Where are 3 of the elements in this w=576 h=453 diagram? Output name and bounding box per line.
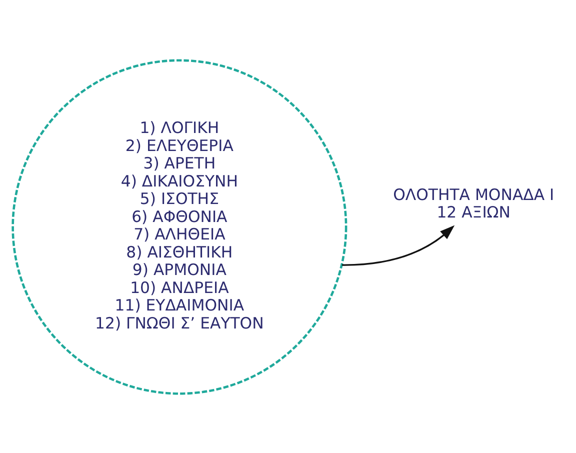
node-circle: 1) ΛΟΓΙΚΗ 2) ΕΛΕΥΘΕΡΙΑ 3) ΑΡΕΤΗ 4) ΔΙΚΑΙΟΣΥΝΗ 5) ΙΣΟΤΗΣ 6) ΑΦΘΟΝΙΑ 7) ΑΛΗΘΕΙΑ 8) ΑΙΣΘΗΤΙΚΗ 9) ΑΡΜΟΝΙΑ 10) ΑΝΔΡΕΙΑ 11) ΕΥΔΑΙΜΟΝΙΑ 12) ΓΝΩΘΙ Σ’ ΕΑΥΤΟΝ [12,58,348,394]
node-text: ΟΛΟΤΗΤΑ ΜΟΝΑΔΑ Ι 12 ΑΞΙΩΝ [393,184,554,222]
arrow [342,224,455,266]
